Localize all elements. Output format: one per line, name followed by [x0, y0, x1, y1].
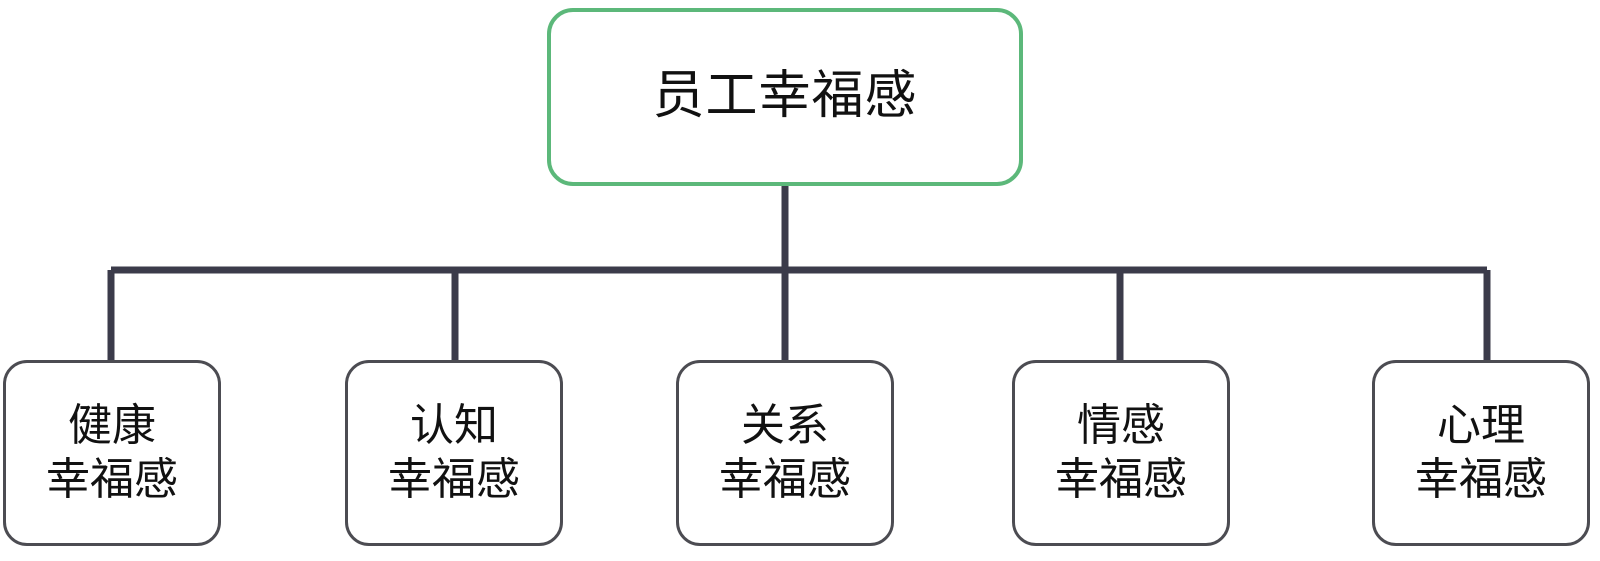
node-child-label: 关系 幸福感	[719, 401, 851, 504]
node-child-label: 心理 幸福感	[1415, 401, 1547, 504]
node-root-employee-wellbeing[interactable]: 员工幸福感	[547, 8, 1023, 186]
node-child-relational-wellbeing[interactable]: 关系 幸福感	[676, 360, 894, 546]
node-child-health-wellbeing[interactable]: 健康 幸福感	[3, 360, 221, 546]
node-child-label: 情感 幸福感	[1055, 401, 1187, 504]
node-child-label: 认知 幸福感	[388, 401, 520, 504]
node-child-emotional-wellbeing[interactable]: 情感 幸福感	[1012, 360, 1230, 546]
node-child-psychological-wellbeing[interactable]: 心理 幸福感	[1372, 360, 1590, 546]
node-child-label: 健康 幸福感	[46, 401, 178, 504]
node-root-label: 员工幸福感	[652, 68, 918, 126]
node-child-cognitive-wellbeing[interactable]: 认知 幸福感	[345, 360, 563, 546]
